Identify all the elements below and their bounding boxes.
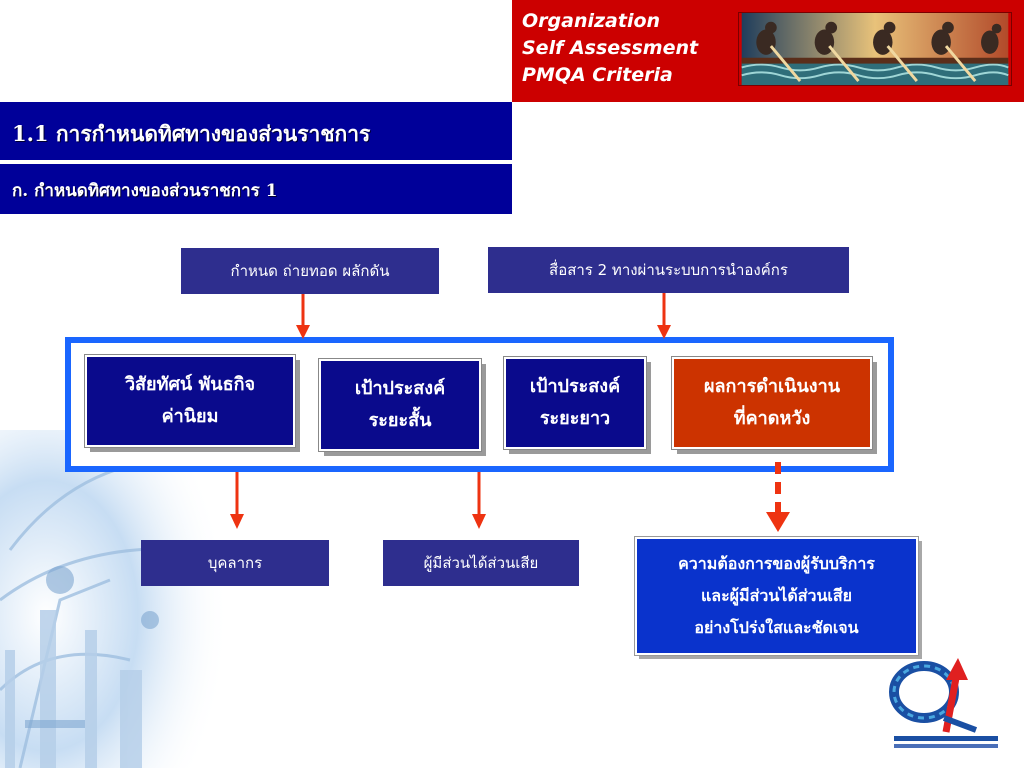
needs-line: ความต้องการของผู้รับบริการ: [678, 554, 875, 573]
institute-logo-icon: [889, 658, 998, 748]
arrow-down-icon: [472, 472, 486, 529]
customer-needs-box: ความต้องการของผู้รับบริการ และผู้มีส่วนไ…: [634, 536, 919, 656]
card-line: ระยะยาว: [539, 408, 611, 429]
long-term-goal-card: เป้าประสงค์ ระยะยาว: [503, 356, 647, 450]
card-line: ค่านิยม: [161, 406, 219, 427]
top-right-note-box: สื่อสาร 2 ทางผ่านระบบการนำองค์กร: [488, 247, 849, 293]
brand-panel: Organization Self Assessment PMQA Criter…: [512, 0, 1024, 102]
staff-box: บุคลากร: [141, 540, 329, 586]
card-line: วิสัยทัศน์ พันธกิจ: [124, 374, 256, 395]
arrow-down-icon: [296, 294, 310, 339]
stakeholders-box: ผู้มีส่วนได้ส่วนเสีย: [383, 540, 579, 586]
brand-line-organization: Organization: [522, 10, 661, 32]
page-title: 1.1 การกำหนดทิศทางของส่วนราชการ: [0, 102, 512, 160]
short-term-goal-card: เป้าประสงค์ ระยะสั้น: [318, 358, 482, 452]
card-line: ระยะสั้น: [368, 410, 432, 431]
arrow-down-icon: [657, 293, 671, 339]
card-line: ที่คาดหวัง: [733, 408, 811, 429]
top-left-note-box: กำหนด ถ่ายทอด ผลักดัน: [181, 248, 439, 294]
brand-line-self-assessment: Self Assessment: [522, 37, 699, 59]
needs-line: และผู้มีส่วนได้ส่วนเสีย: [700, 586, 853, 605]
decorative-background: [0, 430, 230, 768]
card-line: ผลการดำเนินงาน: [703, 376, 840, 397]
needs-line: อย่างโปร่งใสและชัดเจน: [694, 618, 859, 637]
page-subtitle: ก. กำหนดทิศทางของส่วนราชการ 1: [0, 162, 512, 214]
brand-text: Organization Self Assessment PMQA Criter…: [522, 8, 698, 89]
expected-performance-card: ผลการดำเนินงาน ที่คาดหวัง: [671, 356, 873, 450]
card-line: เป้าประสงค์: [529, 376, 621, 397]
arrow-down-icon: [230, 472, 244, 529]
brand-line-pmqa: PMQA Criteria: [522, 64, 673, 86]
dashed-arrow-down-icon: [766, 462, 790, 532]
rowing-team-banner-image: [738, 12, 1012, 86]
card-line: เป้าประสงค์: [354, 378, 446, 399]
vision-mission-card: วิสัยทัศน์ พันธกิจ ค่านิยม: [84, 354, 296, 448]
